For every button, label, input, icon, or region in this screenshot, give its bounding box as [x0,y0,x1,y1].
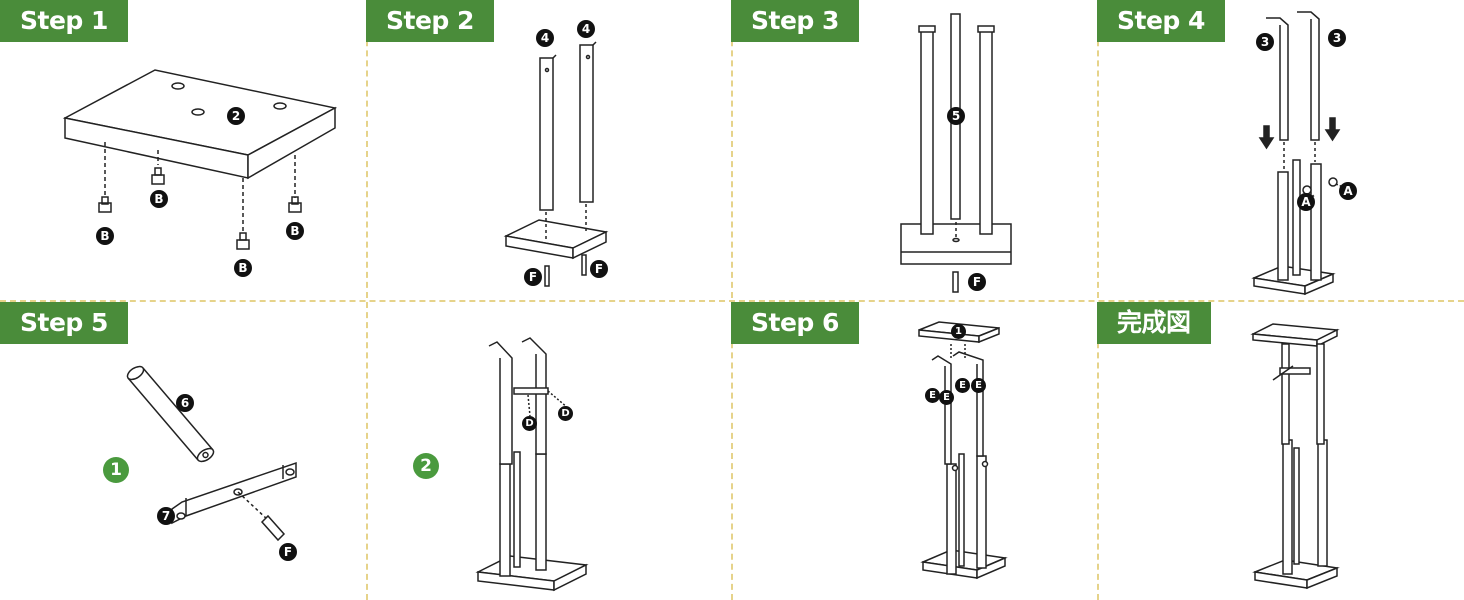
divider-horizontal [0,300,1464,302]
callout-e: E [939,390,954,405]
callout-2: 2 [227,107,245,125]
callout-a: A [1297,193,1315,211]
callout-f: F [968,273,986,291]
substep-2: 2 [413,453,439,479]
step3-label: Step 3 [731,0,859,42]
step4-panel: Step 4 3 3 A A [1097,0,1464,300]
callout-1: 1 [951,324,966,339]
callout-b: B [286,222,304,240]
complete-drawing [1250,323,1340,590]
callout-e: E [955,378,970,393]
callout-b: B [150,190,168,208]
callout-b: B [96,227,114,245]
callout-3: 3 [1256,33,1274,51]
callout-d: D [558,406,573,421]
callout-f: F [590,260,608,278]
callout-7: 7 [157,507,175,525]
step1-label: Step 1 [0,0,128,42]
rod-part-6 [126,365,215,463]
callout-f: F [524,268,542,286]
screw-b-3 [236,232,250,250]
step4-drawing [1251,11,1344,296]
step2-panel: Step 2 4 4 F F [366,0,731,300]
screw-b-4 [288,196,302,213]
step5-panel: Step 5 1 2 6 7 F D D [0,302,731,600]
step3-panel: Step 3 5 F [731,0,1097,300]
callout-6: 6 [176,394,194,412]
complete-label: 完成図 [1097,302,1211,344]
step1-panel: Step 1 2 B B B B [0,0,366,300]
step4-label: Step 4 [1097,0,1225,42]
step5-drawing [126,337,589,592]
callout-4: 4 [536,29,554,47]
screw-b-2 [151,167,165,185]
step2-drawing [503,41,609,287]
step1-drawing [62,69,338,250]
step5-label: Step 5 [0,302,128,344]
callout-e: E [925,388,940,403]
screw-f [260,514,286,542]
callout-4: 4 [577,20,595,38]
step6-label: Step 6 [731,302,859,344]
complete-panel: 完成図 [1097,302,1464,600]
callout-a: A [1339,182,1357,200]
callout-3: 3 [1328,29,1346,47]
callout-b: B [234,259,252,277]
screw-b-1 [98,196,112,213]
substep-1: 1 [103,457,129,483]
step3-drawing [900,13,1012,293]
step6-drawing [918,321,1008,580]
callout-e: E [971,378,986,393]
step2-label: Step 2 [366,0,494,42]
callout-d: D [522,416,537,431]
callout-f: F [279,543,297,561]
step5-stand [475,337,589,592]
bracket-part-7 [171,461,297,525]
callout-5: 5 [947,107,965,125]
step6-panel: Step 6 1 E E E E [731,302,1097,600]
